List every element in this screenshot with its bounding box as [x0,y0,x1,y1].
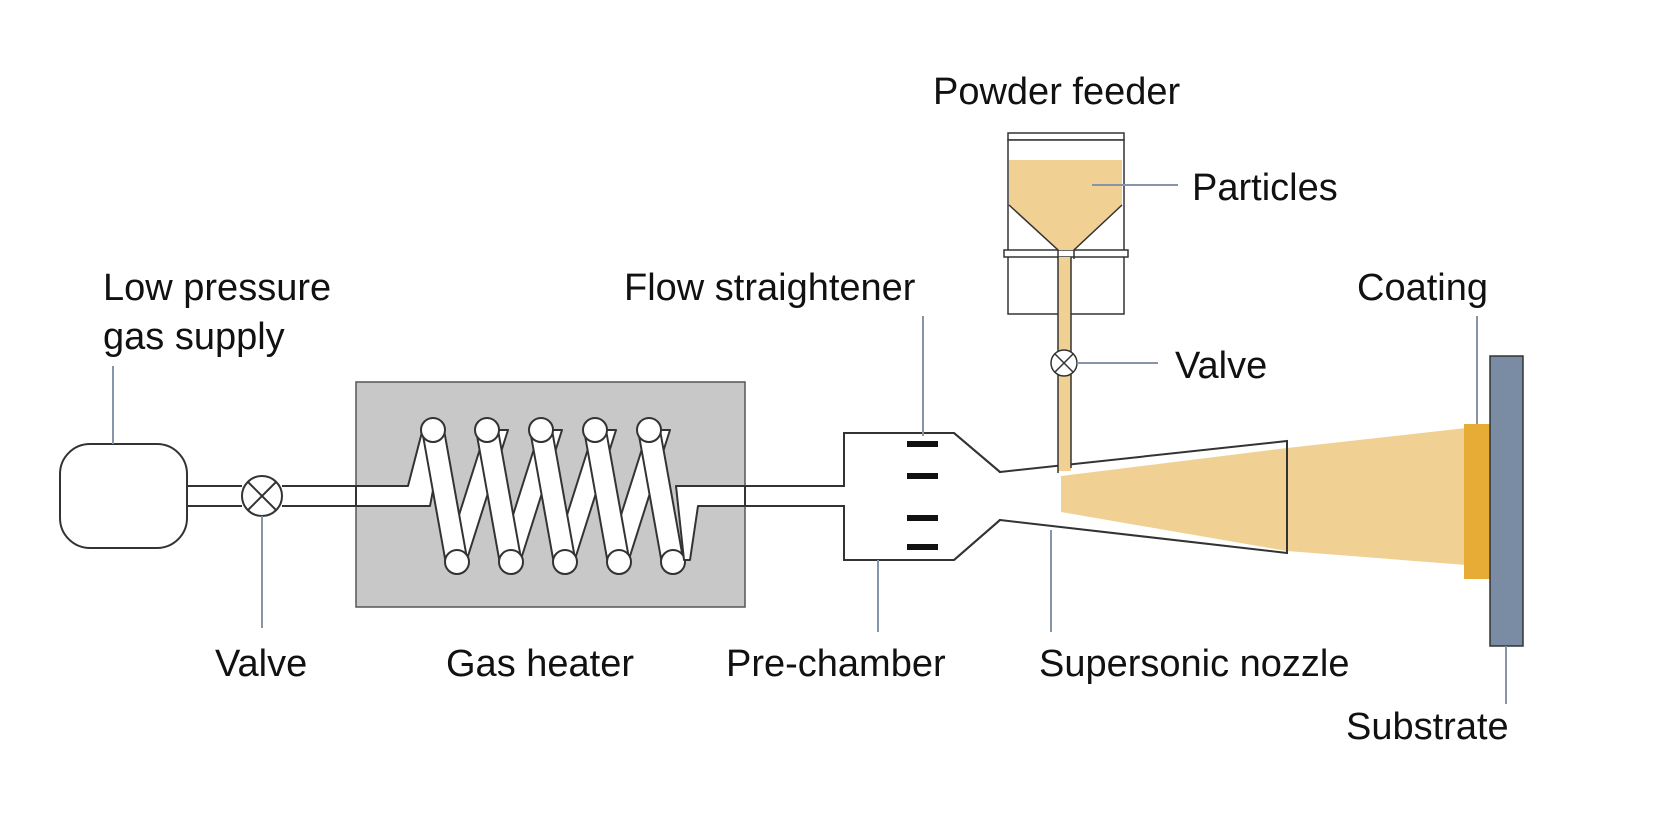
leader-lines [112,184,1507,704]
particle-jet [1287,428,1466,565]
label-pre-chamber: Pre-chamber [726,643,946,685]
label-supersonic-nozzle: Supersonic nozzle [1039,643,1350,685]
label-substrate: Substrate [1346,706,1509,748]
particles-fill [1009,160,1122,250]
gas-pipe-outlet [745,485,844,507]
heater-coil [355,417,746,575]
substrate-plate [1489,355,1524,647]
label-coating: Coating [1357,267,1488,309]
label-flow-straightener: Flow straightener [624,267,916,309]
label-gas-supply-line2: gas supply [103,316,285,358]
powder-valve [1050,349,1078,377]
label-powder-valve: Valve [1175,345,1268,387]
gas-valve [241,475,283,517]
label-gas-heater: Gas heater [446,643,634,685]
flow-straightener [907,441,938,550]
coating-layer [1464,424,1491,579]
label-gas-supply-line1: Low pressure [103,267,332,309]
gas-supply-tank [59,443,188,549]
label-particles: Particles [1192,167,1338,209]
label-gas-valve: Valve [215,643,308,685]
particle-plume [1061,448,1287,551]
supersonic-nozzle [999,439,1288,555]
label-powder-feeder: Powder feeder [933,71,1181,113]
